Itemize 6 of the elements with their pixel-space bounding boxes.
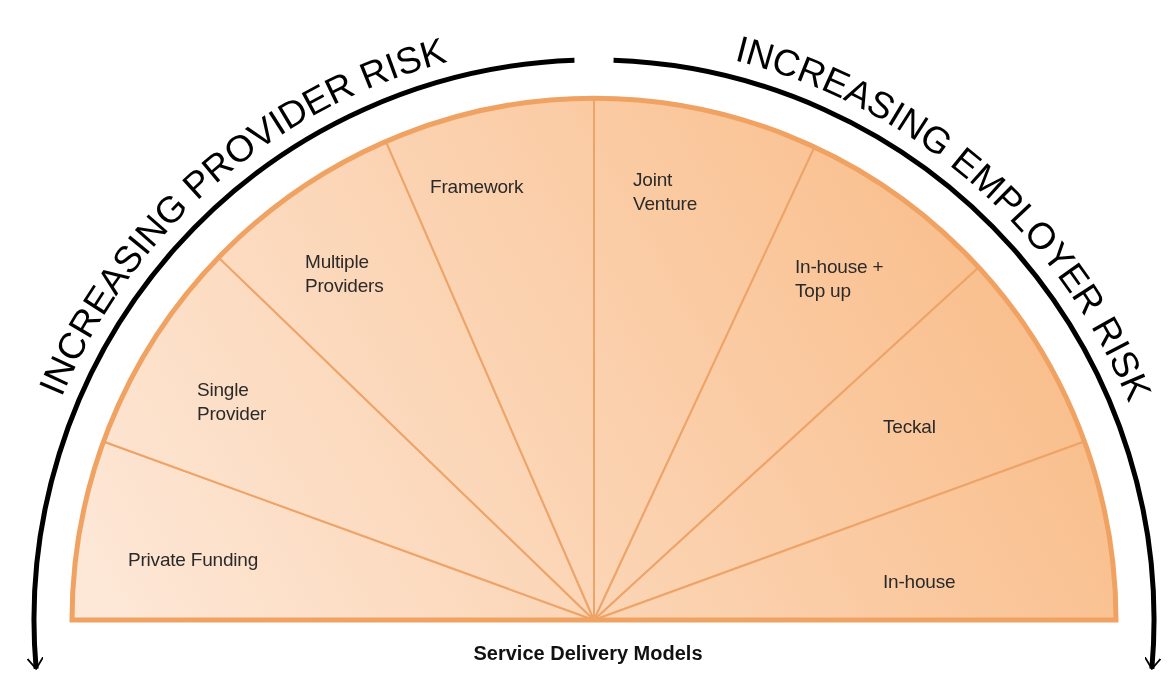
segment-label: Teckal [883, 415, 937, 439]
segment-label: Joint Venture [633, 168, 699, 216]
segment-label: Framework [430, 175, 525, 199]
segment-label: In-house [883, 570, 957, 594]
segment-label: Private Funding [128, 548, 260, 572]
caption: Service Delivery Models [473, 642, 703, 665]
